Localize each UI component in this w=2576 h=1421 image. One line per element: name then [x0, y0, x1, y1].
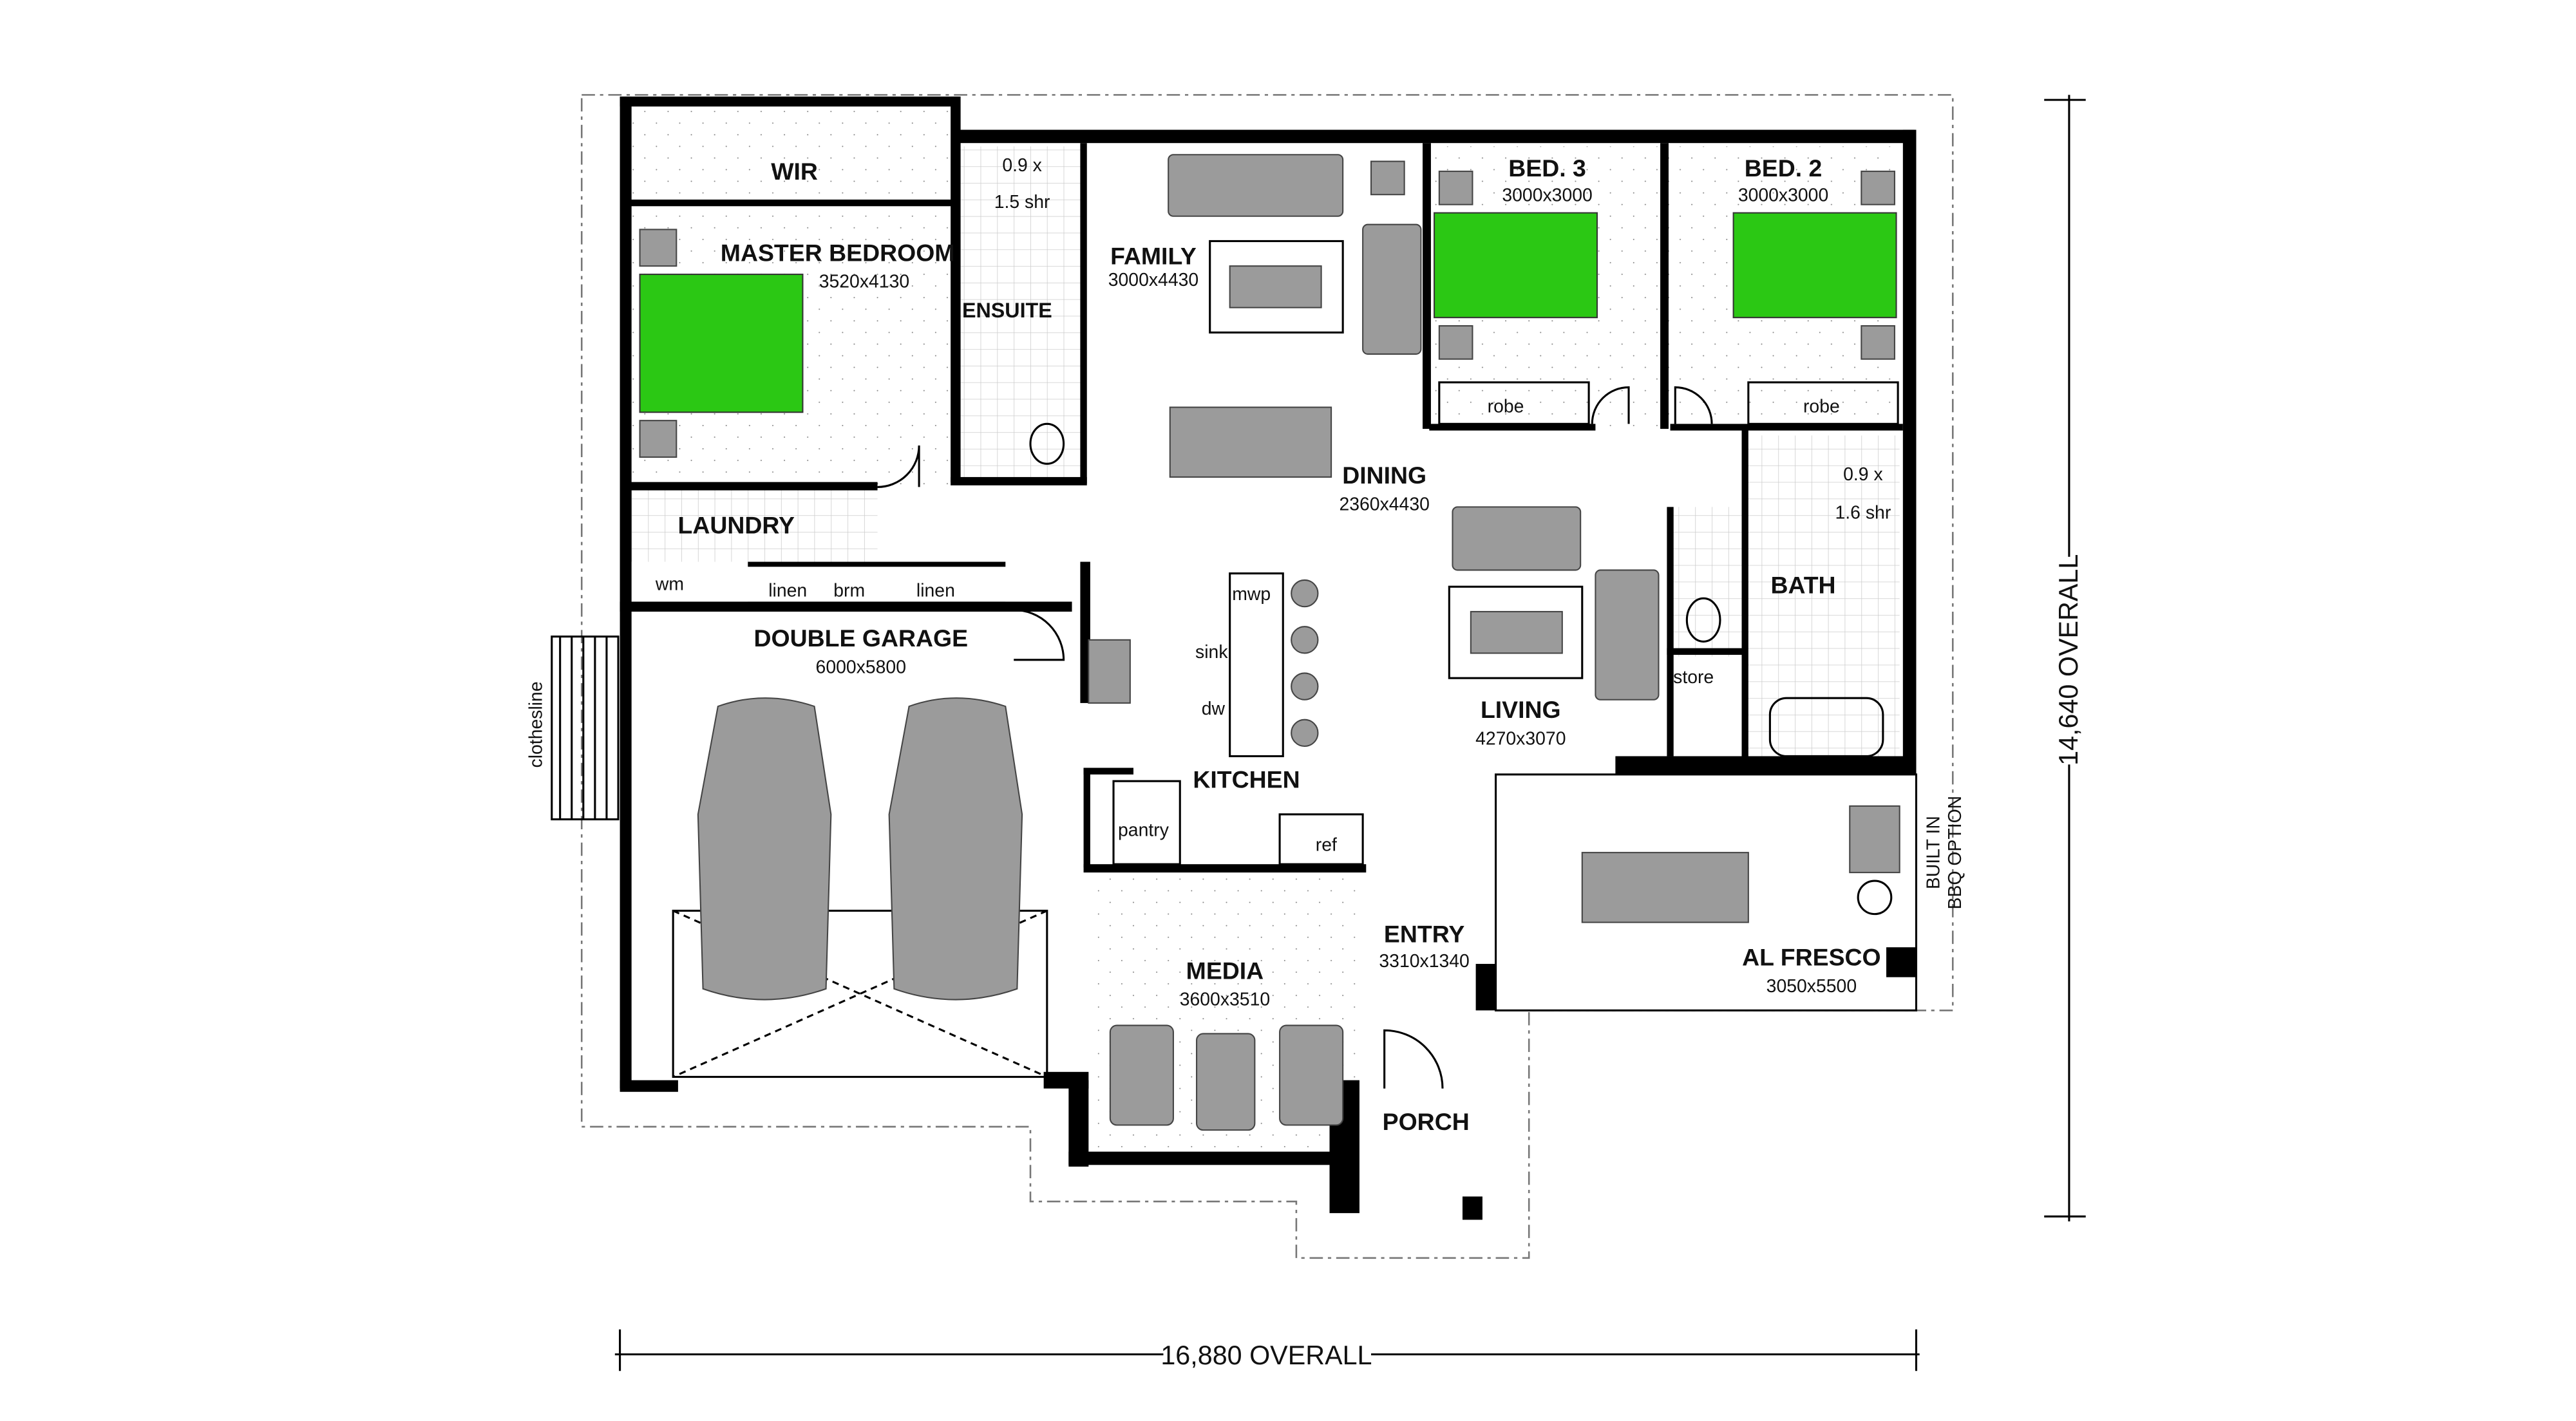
- bed3-label: BED. 3: [1508, 155, 1586, 182]
- bed3-robe: robe: [1488, 396, 1524, 417]
- linen-label-2: linen: [916, 581, 955, 601]
- depth-overall: 14,640 OVERALL: [2054, 554, 2083, 766]
- bed2-label: BED. 2: [1745, 155, 1823, 182]
- ensuite-shower: 0.9 x: [1002, 155, 1042, 176]
- walls: [620, 96, 1917, 1220]
- garage-size: 6000x5800: [816, 657, 906, 677]
- entry-size: 3310x1340: [1379, 951, 1469, 972]
- bath-shower-2: 1.6 shr: [1835, 502, 1891, 523]
- pantry-label: pantry: [1118, 820, 1170, 840]
- entry-label: ENTRY: [1384, 921, 1464, 948]
- alfresco-size: 3050x5500: [1766, 976, 1857, 997]
- mwp-label: mwp: [1232, 584, 1271, 605]
- media-label: MEDIA: [1186, 957, 1264, 984]
- ensuite-shower-2: 1.5 shr: [994, 192, 1050, 212]
- dining-label: DINING: [1342, 462, 1426, 489]
- width-overall: 16,880 OVERALL: [1160, 1341, 1372, 1370]
- dining-size: 2360x4430: [1339, 494, 1429, 515]
- wm-label: wm: [655, 574, 684, 594]
- cars: [697, 697, 1023, 1001]
- bbq-label-1: BUILT IN: [1924, 816, 1944, 889]
- bbq-label-2: BBQ OPTION: [1945, 796, 1965, 910]
- brm-label: brm: [833, 581, 865, 601]
- family-size: 3000x4430: [1108, 270, 1198, 290]
- media-size: 3600x3510: [1180, 990, 1270, 1010]
- laundry-label: LAUNDRY: [677, 512, 795, 539]
- master-label: MASTER BEDROOM: [721, 239, 955, 266]
- bed2-size: 3000x3000: [1738, 185, 1828, 206]
- dw-label: dw: [1202, 699, 1226, 719]
- linen-label-1: linen: [768, 581, 807, 601]
- clothesline-label: clothesline: [526, 681, 546, 767]
- clothesline: clothesline: [526, 635, 620, 821]
- bed2-robe: robe: [1803, 396, 1840, 417]
- porch-label: PORCH: [1383, 1108, 1470, 1135]
- bed3-size: 3000x3000: [1502, 185, 1592, 206]
- master-bed: [639, 274, 804, 413]
- family-label: FAMILY: [1110, 243, 1197, 270]
- thin-lines: [672, 381, 1918, 1089]
- ref-label: ref: [1316, 835, 1337, 856]
- boundary-line: [580, 94, 1954, 1259]
- garage-label: DOUBLE GARAGE: [754, 625, 969, 652]
- alfresco-label: AL FRESCO: [1742, 944, 1880, 971]
- dimension-width: 16,880 OVERALL: [614, 1329, 1920, 1371]
- living-size: 4270x3070: [1475, 728, 1566, 749]
- bed3-bed: [1434, 212, 1598, 319]
- living-label: LIVING: [1481, 696, 1561, 723]
- bath-label: BATH: [1770, 572, 1835, 599]
- ensuite-label: ENSUITE: [962, 299, 1052, 322]
- furniture: [639, 154, 1900, 1131]
- store-label: store: [1673, 667, 1714, 688]
- room-labels: WIR MASTER BEDROOM 3520x4130 0.9 x 1.5 s…: [655, 155, 1965, 1135]
- bed2-bed: [1732, 212, 1897, 319]
- master-size: 3520x4130: [819, 272, 909, 292]
- sink-label: sink: [1195, 642, 1228, 663]
- kitchen-label: KITCHEN: [1193, 766, 1300, 793]
- bath-shower: 0.9 x: [1843, 464, 1883, 485]
- wir-label: WIR: [771, 158, 818, 185]
- dimension-depth: 14,640 OVERALL: [2044, 95, 2086, 1222]
